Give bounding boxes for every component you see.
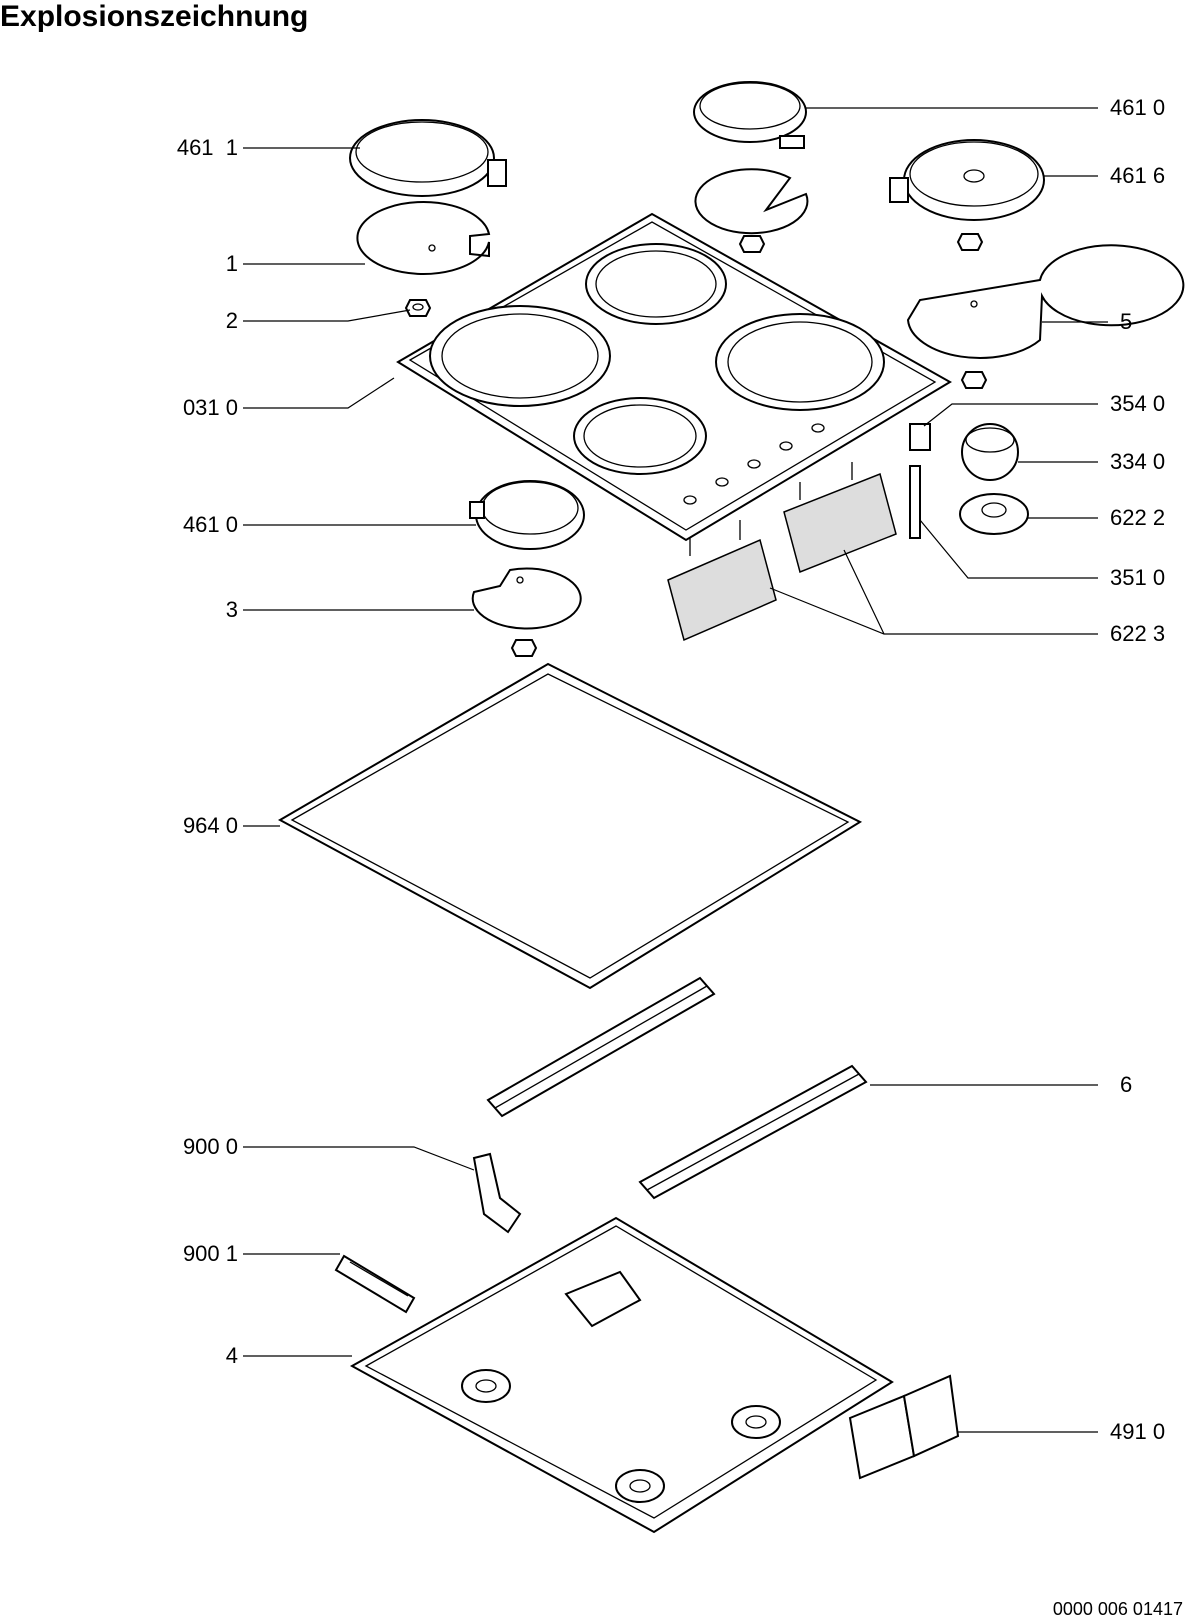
heat-shield-top	[694, 168, 809, 235]
label-461-1: 461 1	[176, 135, 238, 160]
label-491-0: 491 0	[1110, 1419, 1166, 1444]
drawing-title: Explosionszeichnung	[0, 0, 309, 33]
label-461-6: 461 6	[1110, 163, 1166, 188]
heat-shield-1	[356, 201, 491, 275]
label-461-0-left: 461 0	[182, 512, 238, 537]
label-334-0: 334 0	[1110, 449, 1166, 474]
label-3: 3	[225, 597, 238, 622]
label-622-2: 622 2	[1110, 505, 1166, 530]
knob-ring-622-2	[959, 493, 1029, 535]
hob-top-031	[396, 212, 952, 542]
clip-900-0	[472, 1152, 522, 1234]
label-031-0: 031 0	[182, 395, 238, 420]
label-900-0: 900 0	[182, 1134, 238, 1159]
nut-2	[404, 299, 432, 317]
label-622-3: 622 3	[1110, 621, 1166, 646]
label-4: 4	[225, 1343, 238, 1368]
knob-334	[961, 423, 1019, 481]
label-354-0: 354 0	[1110, 391, 1166, 416]
connector-491	[848, 1374, 960, 1480]
label-461-0-top: 461 0	[1110, 95, 1166, 120]
nut-right-upper	[956, 233, 984, 251]
bracket-900-1	[334, 1254, 416, 1314]
knob-cap-354	[909, 423, 931, 451]
hotplate-461-6	[889, 139, 1045, 221]
nut-3	[510, 639, 538, 657]
label-964-0: 964 0	[182, 813, 238, 838]
shaft-351	[909, 465, 921, 539]
hotplate-461-1	[349, 119, 507, 197]
heat-shield-5	[906, 244, 1185, 359]
label-351-0: 351 0	[1110, 565, 1166, 590]
label-5: 5	[1120, 309, 1133, 334]
label-1: 1	[225, 251, 238, 276]
rail-lower	[638, 1064, 868, 1200]
hotplate-461-0-top	[693, 81, 807, 149]
hotplate-461-0-left	[469, 480, 585, 550]
label-2: 2	[225, 308, 238, 333]
base-tray-4	[349, 1216, 894, 1534]
gasket-964	[277, 662, 863, 990]
nut-right-lower	[960, 371, 988, 389]
heat-shield-3	[471, 567, 582, 630]
rail-upper	[486, 976, 716, 1118]
switches-622-3	[667, 462, 897, 642]
nut-top	[738, 235, 766, 253]
label-6: 6	[1120, 1072, 1133, 1097]
label-900-1: 900 1	[182, 1241, 238, 1266]
document-number: 0000 006 01417	[1052, 1599, 1183, 1619]
